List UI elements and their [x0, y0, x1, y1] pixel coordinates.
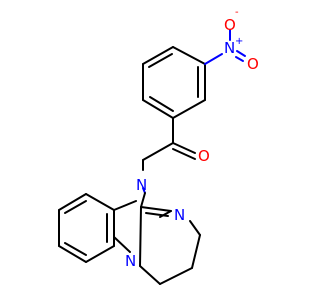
nitro-positive-charge: +	[235, 36, 243, 47]
imidazole-nitrogen-label: N	[136, 176, 147, 194]
ketone-linker: O	[142, 117, 210, 171]
nitro-nitrogen-label: N	[224, 39, 235, 57]
benzo-ring	[58, 193, 115, 263]
fused-heterocycle: N N N	[113, 176, 201, 285]
nitro-negative-charge: -	[235, 7, 239, 18]
nitro-oxygen-top-label: O	[224, 16, 236, 34]
ketone-oxygen-label: O	[198, 147, 210, 165]
molecule-structure: N + O - O O	[58, 7, 259, 285]
ring-nitrogen-label: N	[125, 252, 136, 270]
nitrophenyl-ring	[142, 46, 206, 119]
nitro-oxygen-right-label: O	[247, 55, 259, 73]
molecule-diagram: N + O - O O	[58, 7, 259, 285]
imine-nitrogen-label: N	[174, 206, 185, 224]
nitro-group: N + O - O	[204, 7, 259, 73]
